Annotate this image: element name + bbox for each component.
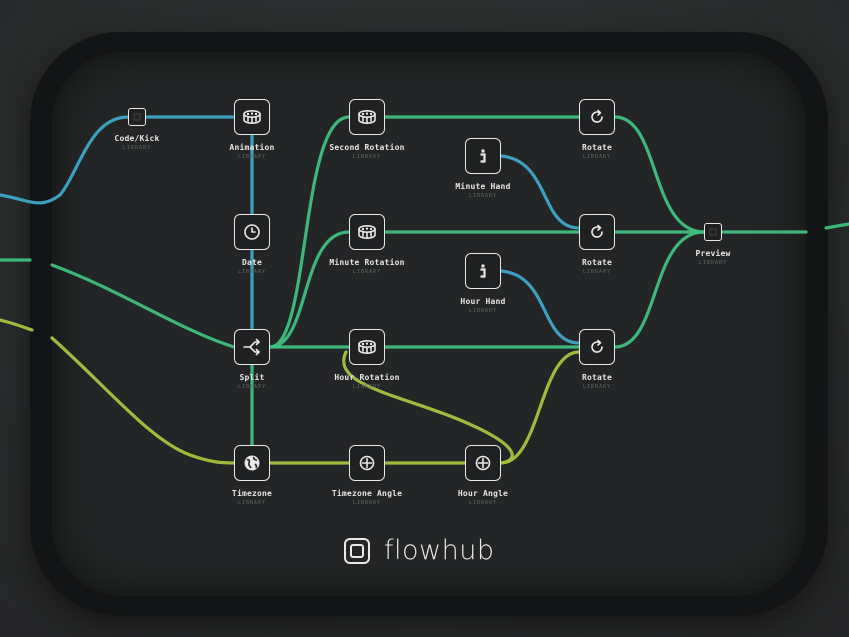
node-library-label: LIBRARY (468, 193, 498, 199)
node-label: Second Rotation (329, 143, 405, 152)
node-label: Hour Hand (460, 297, 506, 306)
node-library-label: LIBRARY (237, 154, 267, 160)
node-timezone[interactable] (234, 445, 270, 481)
flowhub-logo-text: flowhub (384, 535, 495, 566)
node-library-label: LIBRARY (698, 260, 728, 266)
graph-edge[interactable] (268, 230, 351, 349)
rotate-icon (588, 223, 606, 241)
graph-edge[interactable] (613, 115, 706, 234)
film-reel-icon (357, 109, 377, 125)
node-library-label: LIBRARY (468, 308, 498, 314)
film-reel-icon (242, 109, 262, 125)
node-library-label: LIBRARY (352, 269, 382, 275)
node-library-label: LIBRARY (468, 500, 498, 506)
rotate-icon (588, 108, 606, 126)
graph-edge[interactable] (499, 154, 581, 230)
film-reel-icon (357, 339, 377, 355)
graph-edge[interactable] (50, 263, 236, 349)
node-hour-hand[interactable] (465, 253, 501, 289)
node-label: Minute Rotation (329, 258, 405, 267)
graph-edge[interactable] (499, 269, 581, 345)
graph-edge[interactable] (824, 222, 849, 230)
node-label: Date (241, 258, 263, 267)
square-icon (133, 113, 141, 121)
graph-edge[interactable] (0, 318, 34, 332)
node-second-rotation[interactable] (349, 99, 385, 135)
graph-edge[interactable] (499, 350, 581, 465)
node-rotate-2[interactable] (579, 214, 615, 250)
node-rotate-3[interactable] (579, 329, 615, 365)
node-library-label: LIBRARY (352, 154, 382, 160)
node-label: Timezone Angle (331, 489, 403, 498)
node-library-label: LIBRARY (582, 269, 612, 275)
node-label: Code/Kick (114, 134, 160, 143)
node-library-label: LIBRARY (582, 154, 612, 160)
node-label: Rotate (581, 373, 613, 382)
node-label: Minute Hand (455, 182, 511, 191)
node-label: Timezone (231, 489, 273, 498)
plus-circle-icon (358, 454, 376, 472)
node-label: Rotate (581, 258, 613, 267)
node-hour-angle[interactable] (465, 445, 501, 481)
graph-edge[interactable] (50, 336, 236, 465)
node-label: Rotate (581, 143, 613, 152)
node-library-label: LIBRARY (237, 500, 267, 506)
node-split[interactable] (234, 329, 270, 365)
rotate-icon (588, 338, 606, 356)
node-label: Hour Rotation (334, 373, 400, 382)
node-timezone-angle[interactable] (349, 445, 385, 481)
node-minute-rotation[interactable] (349, 214, 385, 250)
node-library-label: LIBRARY (122, 145, 152, 151)
film-reel-icon (357, 224, 377, 240)
graph-edge[interactable] (342, 350, 514, 465)
node-library-label: LIBRARY (352, 384, 382, 390)
node-date[interactable] (234, 214, 270, 250)
flowhub-logo: flowhub (344, 535, 494, 566)
node-hour-rotation[interactable] (349, 329, 385, 365)
node-library-label: LIBRARY (237, 269, 267, 275)
node-label: Hour Angle (457, 489, 509, 498)
node-library-label: LIBRARY (582, 384, 612, 390)
square-icon (709, 228, 717, 236)
node-animation[interactable] (234, 99, 270, 135)
split-arrows-icon (242, 338, 262, 356)
info-icon (477, 148, 489, 164)
node-label: Split (239, 373, 265, 382)
clock-icon (243, 223, 261, 241)
node-rotate-1[interactable] (579, 99, 615, 135)
node-minute-hand[interactable] (465, 138, 501, 174)
node-label: Preview (695, 249, 731, 258)
flowhub-logo-icon (344, 537, 370, 564)
node-library-label: LIBRARY (352, 500, 382, 506)
graph-edge[interactable] (613, 230, 706, 349)
plus-circle-icon (474, 454, 492, 472)
info-icon (477, 263, 489, 279)
graph-edge[interactable] (268, 115, 351, 349)
node-library-label: LIBRARY (237, 384, 267, 390)
graph-edge[interactable] (0, 115, 130, 205)
node-code-kick[interactable] (128, 108, 146, 126)
globe-icon (243, 454, 261, 472)
node-label: Animation (229, 143, 275, 152)
node-preview[interactable] (704, 223, 722, 241)
